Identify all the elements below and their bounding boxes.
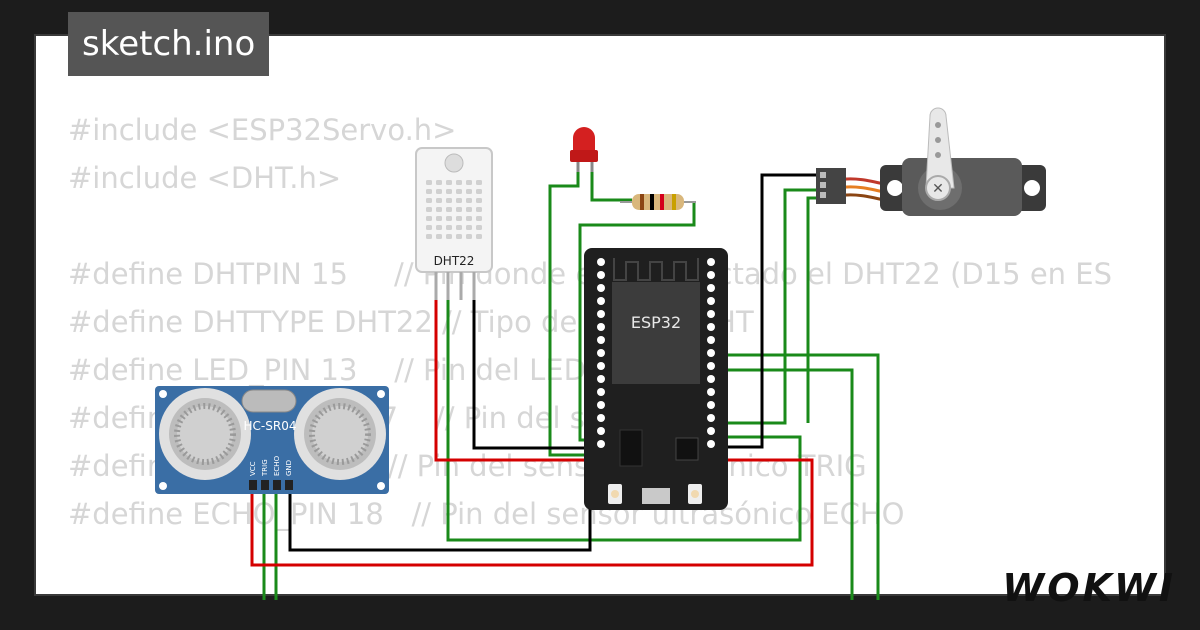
esp32-pin[interactable]: [597, 258, 605, 266]
wire-servo-signal: [722, 188, 818, 425]
esp32-pin[interactable]: [597, 362, 605, 370]
wire-resistor: [578, 202, 696, 442]
hc-sr04-pin-label: ECHO: [273, 455, 281, 476]
esp32-pin[interactable]: [707, 440, 715, 448]
code-line: #define ECHO_PIN 18 // Pin del sensor ul…: [68, 497, 905, 531]
esp32-pin[interactable]: [597, 323, 605, 331]
esp32-pin[interactable]: [707, 310, 715, 318]
esp32-pin[interactable]: [707, 297, 715, 305]
esp32-pin[interactable]: [707, 284, 715, 292]
hc-sr04-pin-label: TRIG: [261, 459, 269, 477]
esp32-pin[interactable]: [597, 375, 605, 383]
esp32-pin[interactable]: [707, 414, 715, 422]
esp32-pin[interactable]: [707, 271, 715, 279]
code-line: #include <DHT.h>: [68, 161, 342, 195]
esp32-pin[interactable]: [597, 284, 605, 292]
wire-led-gnd: [548, 170, 590, 457]
wokwi-logo: WOKWI: [1002, 566, 1176, 610]
wire-us-gnd: [288, 480, 592, 552]
code-line: #define LED_PIN 13 // Pin del LED: [68, 353, 586, 387]
esp32-pin[interactable]: [707, 427, 715, 435]
hc-sr04-pin-label: VCC: [249, 461, 257, 476]
esp32-pin[interactable]: [597, 297, 605, 305]
wire-dht-gnd: [472, 300, 590, 450]
wire-servo-gnd: [722, 173, 818, 449]
wire-servo-right-2: [722, 368, 854, 600]
red-led[interactable]: [570, 127, 598, 172]
esp32-pin[interactable]: [707, 349, 715, 357]
hc-sr04-pin[interactable]: [261, 480, 269, 490]
esp32-pin[interactable]: [707, 323, 715, 331]
dht22-label: DHT22: [434, 254, 475, 268]
hc-sr04-label: HC-SR04: [244, 419, 297, 433]
hc-sr04-pin-label: GND: [285, 460, 293, 476]
esp32-pin[interactable]: [597, 271, 605, 279]
esp32-pin[interactable]: [597, 440, 605, 448]
hc-sr04-pin[interactable]: [285, 480, 293, 490]
esp32-pin[interactable]: [707, 336, 715, 344]
esp32-pin[interactable]: [707, 401, 715, 409]
hc-sr04-pin[interactable]: [249, 480, 257, 490]
wire-servo-vcc: [806, 196, 818, 423]
esp32-board[interactable]: ESP32: [584, 248, 728, 510]
wire-servo-right: [722, 353, 880, 600]
esp32-pin[interactable]: [597, 349, 605, 357]
esp32-pin[interactable]: [597, 414, 605, 422]
hc-sr04-pin[interactable]: [273, 480, 281, 490]
sketch-file-tab[interactable]: sketch.ino: [68, 12, 270, 76]
esp32-pin[interactable]: [707, 258, 715, 266]
esp32-label: ESP32: [631, 313, 681, 332]
wires: [250, 170, 880, 600]
svg-text:✕: ✕: [932, 181, 944, 197]
esp32-pin[interactable]: [597, 336, 605, 344]
esp32-pin[interactable]: [597, 310, 605, 318]
wire-led-res: [590, 170, 632, 202]
esp32-pin[interactable]: [707, 362, 715, 370]
servo-motor[interactable]: ✕: [816, 107, 1046, 216]
esp32-pin[interactable]: [597, 401, 605, 409]
esp32-pin[interactable]: [597, 427, 605, 435]
esp32-pin[interactable]: [707, 388, 715, 396]
hc-sr04-sensor[interactable]: HC-SR04 VCC TRIG ECHO GND: [155, 386, 389, 494]
code-line: #include <ESP32Servo.h>: [68, 113, 457, 147]
dht22-sensor[interactable]: DHT22: [415, 147, 493, 300]
wire-dht-vcc: [250, 300, 814, 567]
esp32-pin[interactable]: [707, 375, 715, 383]
esp32-pin[interactable]: [597, 388, 605, 396]
code-line: DHT dht(DHTPIN, DHTTYPE);: [68, 586, 1112, 594]
resistor[interactable]: [620, 194, 696, 210]
